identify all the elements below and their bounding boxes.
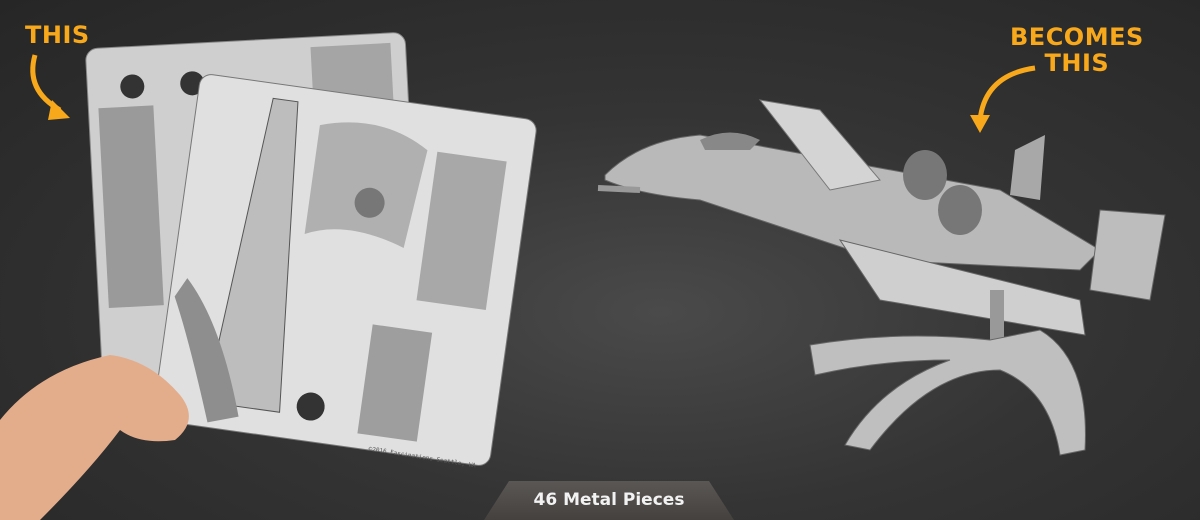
hand: [0, 355, 189, 520]
after-label-line2: THIS: [1044, 49, 1110, 77]
arrow-left-icon: [30, 54, 62, 113]
after-label: BECOMES THIS: [1010, 24, 1144, 76]
before-label: THIS: [25, 21, 90, 49]
after-label-line1: BECOMES: [1010, 23, 1144, 51]
piece-count-text: 46 Metal Pieces: [533, 490, 685, 510]
piece-count-badge: 46 Metal Pieces: [484, 481, 734, 520]
arrow-right-icon: [977, 65, 1036, 121]
badge-background: [484, 481, 734, 520]
metal-sheet-front: [153, 74, 537, 466]
assembled-a10-model: [597, 99, 1166, 456]
